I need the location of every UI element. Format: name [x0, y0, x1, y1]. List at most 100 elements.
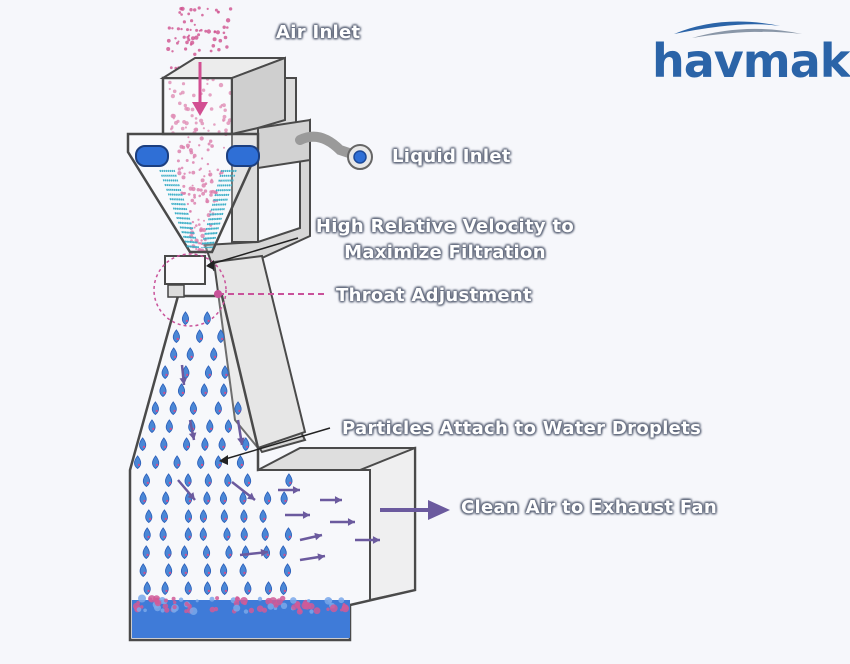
droplet-icon: [214, 401, 222, 415]
droplet-icon: [151, 401, 159, 415]
particles-callout-line: [221, 427, 331, 461]
droplet-icon: [165, 563, 173, 577]
spray-nozzles: [135, 145, 260, 249]
velocity-label-line2: Maximize Filtration: [344, 242, 546, 263]
droplet-icon: [177, 383, 186, 397]
droplet-icon: [169, 401, 177, 415]
droplet-icon: [199, 527, 207, 541]
arrow-down-icon: [192, 62, 208, 116]
droplet-icon: [160, 509, 168, 523]
droplet-icon: [145, 509, 153, 523]
droplet-icon: [239, 563, 247, 577]
droplet-icon: [142, 545, 150, 559]
droplet-icon: [220, 563, 228, 577]
liquid-inlet-pipe: [295, 131, 373, 170]
droplet-icon: [143, 527, 151, 541]
liquid-inlet-label: Liquid Inlet: [392, 146, 511, 167]
droplet-icon: [197, 455, 205, 469]
droplet-icon: [139, 563, 147, 577]
droplet-icon: [223, 527, 231, 541]
air-inlet-label: Air Inlet: [276, 22, 361, 43]
droplet-icon: [236, 455, 244, 469]
particles-label: Particles Attach to Water Droplets: [342, 418, 702, 439]
flow-arrows: [177, 364, 380, 562]
droplet-icon: [224, 473, 232, 487]
droplet-icon: [134, 455, 142, 469]
flow-arrow-icon: [179, 364, 188, 386]
droplet-icon: [224, 419, 232, 433]
droplet-icon: [203, 563, 212, 577]
droplet-icon: [203, 545, 211, 559]
droplet-icon: [204, 365, 213, 379]
flow-arrow-icon: [188, 419, 197, 441]
droplet-icon: [283, 563, 292, 577]
droplet-icon: [264, 491, 272, 505]
droplet-icon: [221, 581, 229, 595]
throat-adjustment-label: Throat Adjustment: [336, 285, 532, 306]
arrow-right-icon: [380, 500, 450, 520]
droplet-icon: [203, 311, 211, 325]
droplet-icon: [221, 365, 229, 379]
droplet-icon: [159, 383, 167, 397]
droplet-icon: [279, 581, 288, 595]
droplet-icon: [234, 401, 242, 415]
droplet-icon: [184, 473, 192, 487]
droplet-icon: [162, 491, 170, 505]
droplet-icon: [165, 419, 173, 433]
droplet-icon: [259, 509, 267, 523]
droplet-icon: [206, 419, 214, 433]
droplet-icon: [183, 437, 191, 451]
droplet-icon: [139, 491, 147, 505]
droplet-icon: [219, 491, 227, 505]
droplet-icon: [285, 473, 293, 487]
droplet-icon: [199, 509, 207, 523]
flow-arrow-icon: [236, 419, 245, 446]
droplet-icon: [279, 545, 287, 559]
velocity-label: High Relative Velocity to Maximize Filtr…: [305, 214, 585, 266]
droplet-icon: [201, 437, 209, 451]
water-foam: [133, 594, 350, 615]
droplet-icon: [189, 401, 197, 415]
droplet-icon: [180, 563, 189, 577]
droplet-icon: [165, 473, 173, 487]
droplet-icon: [244, 581, 252, 595]
droplet-icon: [196, 329, 204, 343]
droplet-icon: [240, 527, 248, 541]
droplet-icon: [164, 545, 172, 559]
flow-arrow-icon: [177, 479, 196, 501]
droplet-icon: [218, 437, 226, 451]
droplet-icon: [180, 545, 189, 559]
nozzle-icon: [135, 145, 169, 167]
flow-arrow-icon: [330, 518, 355, 526]
flow-arrow-icon: [299, 532, 323, 542]
nozzle-icon: [226, 145, 260, 167]
flow-arrow-icon: [239, 548, 269, 557]
water-droplets: [134, 311, 293, 595]
droplet-icon: [184, 581, 192, 595]
flow-arrow-icon: [299, 553, 326, 562]
throat-adjuster: [153, 253, 325, 327]
droplet-icon: [184, 509, 192, 523]
droplet-icon: [210, 347, 218, 361]
flow-arrow-icon: [355, 536, 380, 544]
flow-arrow-icon: [278, 486, 300, 494]
droplet-icon: [142, 473, 150, 487]
droplet-icon: [220, 383, 228, 397]
droplet-icon: [204, 473, 212, 487]
velocity-callout-line: [207, 237, 299, 266]
droplet-icon: [203, 581, 212, 595]
velocity-label-line1: High Relative Velocity to: [315, 216, 575, 237]
clean-air-label: Clean Air to Exhaust Fan: [461, 497, 717, 518]
droplet-icon: [214, 455, 222, 469]
droplet-icon: [161, 581, 169, 595]
droplet-icon: [240, 509, 248, 523]
logo-wave-icon: [674, 21, 802, 38]
droplet-icon: [148, 419, 156, 433]
droplet-icon: [143, 581, 151, 595]
droplet-icon: [217, 329, 225, 343]
droplet-icon: [184, 527, 192, 541]
droplet-icon: [139, 437, 147, 451]
droplet-icon: [161, 365, 169, 379]
